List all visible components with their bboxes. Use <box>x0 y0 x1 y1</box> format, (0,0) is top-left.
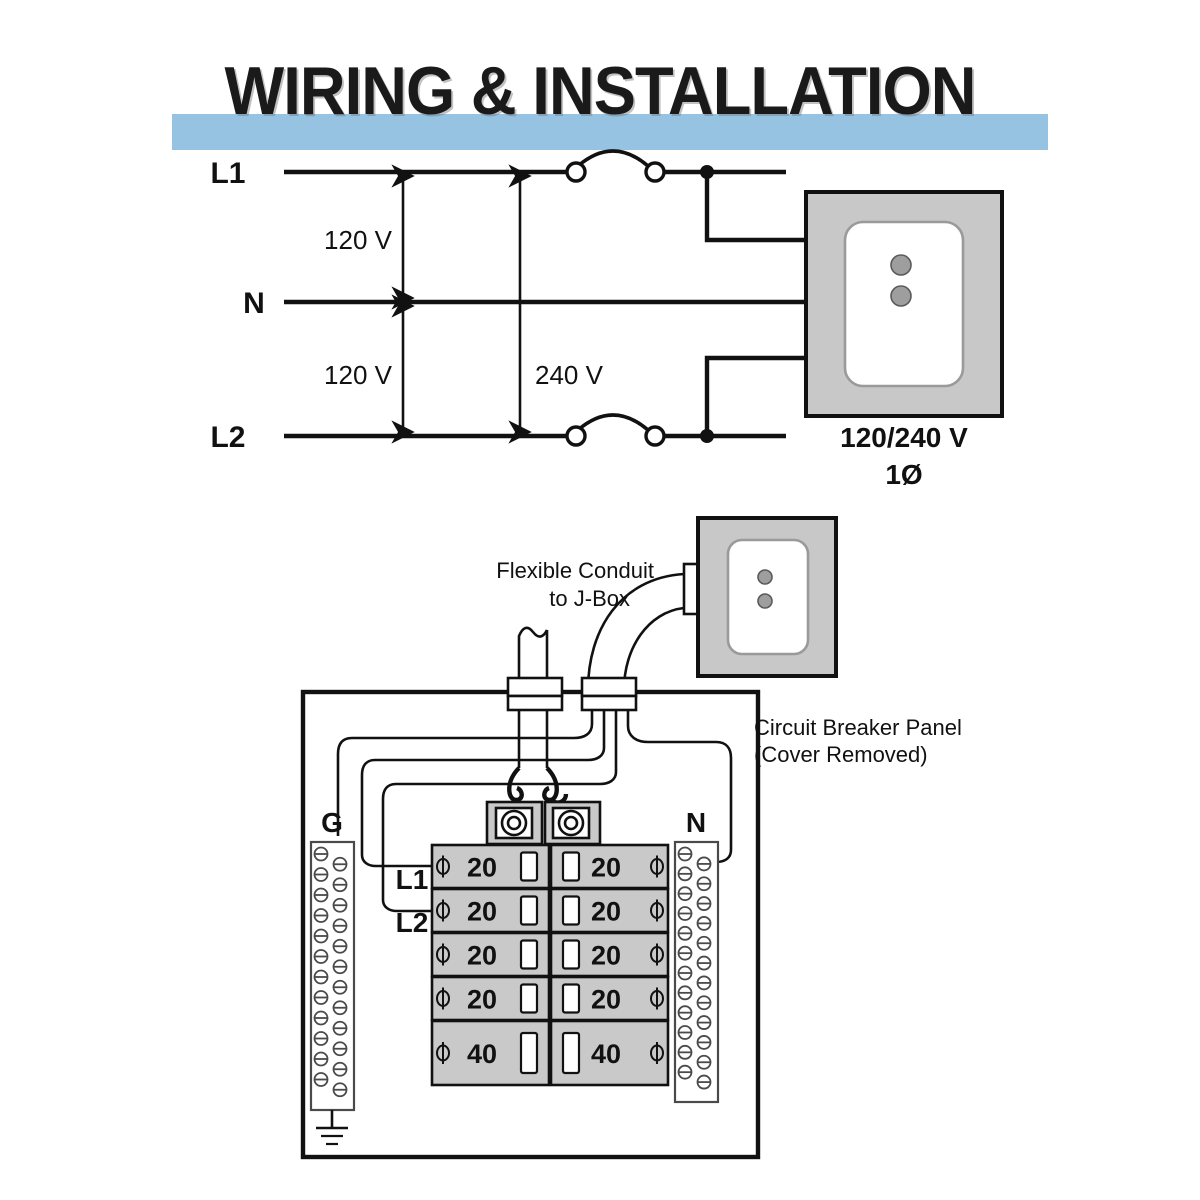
receptacle-caption-voltage: 120/240 V <box>840 422 968 453</box>
upper-box-slot-top-icon <box>890 254 912 276</box>
n-label: N <box>243 287 265 320</box>
right-conduit-connector-upper <box>580 676 638 698</box>
breaker-left-4[interactable]: 20 <box>430 975 551 1022</box>
l2-branch-to-box <box>704 355 806 436</box>
panel-assembly: Flexible Conduit to J-Box Circuit Breake… <box>300 516 962 1160</box>
receptacle-caption-phase: 1Ø <box>885 459 922 490</box>
breaker-left-2-amps: 20 <box>467 897 497 927</box>
l1-switch-terminal-right <box>644 161 666 183</box>
l2-switch-terminal-right <box>644 425 666 447</box>
breaker-right-5-amps: 40 <box>591 1039 621 1069</box>
neutral-bus-label: N <box>686 807 706 838</box>
breaker-row-5: 40 40 <box>430 1019 670 1087</box>
panel-note-line2: (Cover Removed) <box>754 742 928 767</box>
l2-switch-terminal-left <box>565 425 587 447</box>
conduit-inner-wall <box>622 606 685 691</box>
conduit-outer-wall <box>586 572 685 691</box>
breaker-right-4[interactable]: 20 <box>549 975 670 1022</box>
breaker-right-4-amps: 20 <box>591 985 621 1015</box>
left-conduit-connector-lower <box>506 694 564 712</box>
measure-label-l1-n: 120 V <box>324 225 393 255</box>
breaker-left-3-toggle[interactable] <box>519 939 539 970</box>
breaker-left-2-toggle[interactable] <box>519 895 539 926</box>
breaker-left-3-amps: 20 <box>467 941 497 971</box>
breaker-left-3[interactable]: 20 <box>430 931 551 978</box>
ground-bus-screws <box>313 846 348 1098</box>
ground-bus[interactable]: G <box>309 807 356 1146</box>
breaker-right-1[interactable]: 20 <box>549 843 670 890</box>
breaker-left-1[interactable]: 20 <box>430 843 551 890</box>
panel-note-line1: Circuit Breaker Panel <box>754 715 962 740</box>
breaker-right-2[interactable]: 20 <box>549 887 670 934</box>
breaker-left-1-amps: 20 <box>467 853 497 883</box>
service-cable-cutaway-top <box>517 626 549 678</box>
breaker-left-5[interactable]: 40 <box>430 1019 551 1087</box>
page-title: WIRING & INSTALLATION <box>224 53 977 129</box>
breaker-left-4-amps: 20 <box>467 985 497 1015</box>
main-lug-left-outer-ring <box>500 809 528 837</box>
top-schematic: L1 N L2 120 V 120 V 240 V <box>210 149 1004 490</box>
neutral-bus-screws <box>677 846 712 1090</box>
l2-label: L2 <box>210 421 245 454</box>
main-lug-right[interactable] <box>543 800 602 846</box>
breaker-left-4-toggle[interactable] <box>519 983 539 1014</box>
l1-switch-arc <box>576 149 650 168</box>
wire-to-l1-terminal <box>360 710 606 868</box>
breaker-right-5-toggle[interactable] <box>561 1031 581 1075</box>
l1-label: L1 <box>210 157 245 190</box>
phase-label-l1: L1 <box>396 864 429 895</box>
neutral-bus[interactable]: N <box>673 807 720 1104</box>
conduit-note-line1: Flexible Conduit <box>496 558 654 583</box>
l2-switch-arc <box>576 413 650 432</box>
measure-label-n-l2: 120 V <box>324 360 393 390</box>
wire-to-ground-bus <box>336 710 594 836</box>
breaker-right-3-toggle[interactable] <box>561 939 581 970</box>
l1-branch-to-box <box>704 172 806 243</box>
lower-box-slot-top-icon <box>757 569 773 585</box>
lower-box-slot-bottom-icon <box>757 593 773 609</box>
breaker-left-5-amps: 40 <box>467 1039 497 1069</box>
left-conduit-connector-upper <box>506 676 564 698</box>
breaker-right-2-toggle[interactable] <box>561 895 581 926</box>
breaker-left-5-toggle[interactable] <box>519 1031 539 1075</box>
upper-box-slot-bottom-icon <box>890 285 912 307</box>
main-lug-left-inner-ring <box>506 815 522 831</box>
l1-switch-terminal-left <box>565 161 587 183</box>
breaker-right-4-toggle[interactable] <box>561 983 581 1014</box>
main-lug-left[interactable] <box>485 800 544 846</box>
breaker-left-1-toggle[interactable] <box>519 851 539 882</box>
main-lug-right-inner-ring <box>563 815 579 831</box>
breaker-right-2-amps: 20 <box>591 897 621 927</box>
main-lug-right-outer-ring <box>557 809 585 837</box>
measure-label-l1-l2: 240 V <box>535 360 604 390</box>
breaker-right-3-amps: 20 <box>591 941 621 971</box>
wire-to-neutral-bus <box>626 710 733 864</box>
breaker-right-3[interactable]: 20 <box>549 931 670 978</box>
breaker-left-2[interactable]: 20 <box>430 887 551 934</box>
right-conduit-connector-lower <box>580 694 638 712</box>
phase-label-l2: L2 <box>396 907 429 938</box>
title-highlight-bar <box>172 114 1048 150</box>
wire-to-l2-terminal <box>381 710 618 913</box>
page-header: WIRING & INSTALLATION <box>0 28 1200 150</box>
lower-receptacle-box <box>682 516 838 678</box>
ground-bus-label: G <box>321 807 343 838</box>
conduit-note-line2: to J-Box <box>549 586 630 611</box>
breaker-right-1-amps: 20 <box>591 853 621 883</box>
breaker-right-1-toggle[interactable] <box>561 851 581 882</box>
breaker-right-5[interactable]: 40 <box>549 1019 670 1087</box>
upper-receptacle-box <box>804 190 1004 418</box>
